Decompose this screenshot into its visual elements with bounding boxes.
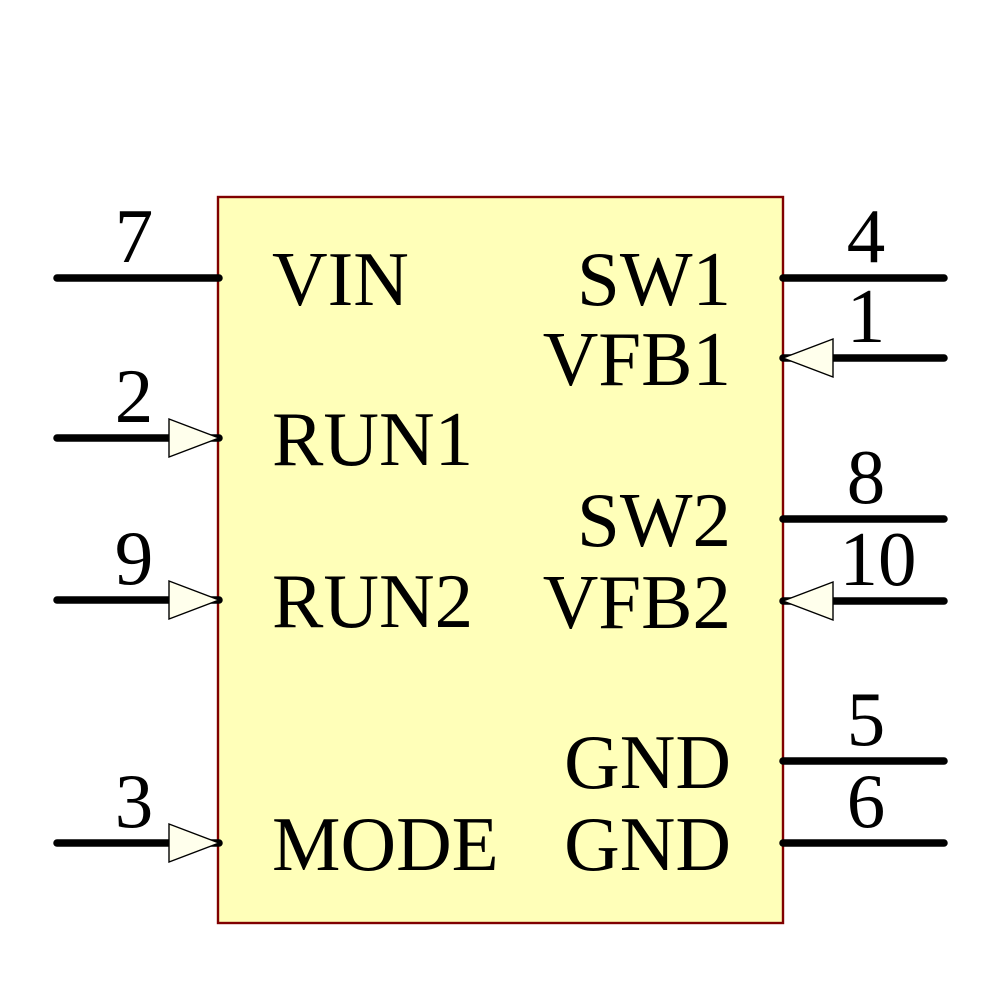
- pin-number: 6: [847, 758, 886, 844]
- pin-4-sw1[interactable]: 4 SW1: [577, 193, 948, 322]
- pin-6-gnd[interactable]: 6 GND: [564, 758, 948, 887]
- component-body[interactable]: [216, 195, 785, 925]
- pin-label: VIN: [272, 236, 409, 322]
- pin-label: GND: [564, 719, 731, 805]
- pin-3-mode[interactable]: 3 MODE: [53, 758, 499, 887]
- pin-2-run1[interactable]: 2 RUN1: [53, 353, 473, 482]
- pin-number: 3: [115, 758, 154, 844]
- pin-label: SW1: [577, 236, 731, 322]
- pin-number: 1: [847, 273, 886, 359]
- pin-8-sw2[interactable]: 8 SW2: [577, 434, 948, 563]
- input-arrow-icon: [781, 337, 834, 379]
- input-arrow-icon: [168, 417, 221, 459]
- pin-number: 9: [115, 515, 154, 601]
- pin-label: RUN2: [272, 558, 473, 644]
- pin-number: 8: [847, 434, 886, 520]
- pin-label: VFB1: [543, 316, 731, 402]
- pin-number: 5: [847, 676, 886, 762]
- input-arrow-icon: [168, 579, 221, 621]
- pin-number: 2: [115, 353, 154, 439]
- pin-label: SW2: [577, 477, 731, 563]
- pin-label: VFB2: [543, 559, 731, 645]
- pin-label: MODE: [272, 801, 499, 887]
- pin-1-vfb1[interactable]: 1 VFB1: [543, 273, 948, 402]
- pin-number: 4: [847, 193, 886, 279]
- pin-9-run2[interactable]: 9 RUN2: [53, 515, 473, 644]
- pin-label: RUN1: [272, 396, 473, 482]
- pin-7-vin[interactable]: 7 VIN: [53, 193, 409, 322]
- input-arrow-icon: [168, 822, 221, 864]
- pin-label: GND: [564, 801, 731, 887]
- pin-number: 7: [115, 193, 154, 279]
- pin-number: 10: [840, 516, 917, 602]
- pin-5-gnd[interactable]: 5 GND: [564, 676, 948, 805]
- input-arrow-icon: [781, 580, 834, 622]
- pin-10-vfb2[interactable]: 10 VFB2: [543, 516, 948, 645]
